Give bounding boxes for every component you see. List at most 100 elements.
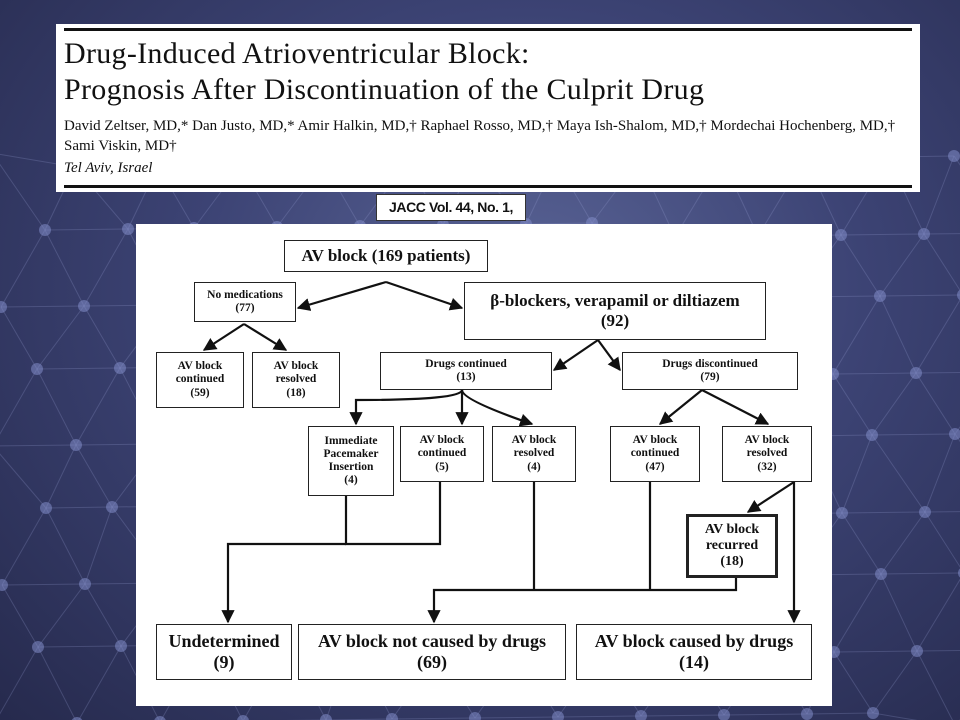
node-count: (5) bbox=[435, 460, 449, 473]
background-network-dot bbox=[70, 439, 82, 451]
background-network-link bbox=[880, 573, 918, 652]
node-av-caused-by-drugs: AV block caused by drugs (14) bbox=[576, 624, 812, 680]
background-network-link bbox=[1, 584, 39, 648]
background-network-link bbox=[841, 512, 882, 575]
background-network-dot bbox=[237, 715, 249, 720]
node-drugs-discontinued-av-continued: AV block continued (47) bbox=[610, 426, 700, 482]
background-network-link bbox=[806, 712, 874, 715]
background-network-link bbox=[841, 511, 926, 514]
background-network-link bbox=[44, 228, 129, 231]
background-network-link bbox=[840, 234, 881, 297]
background-network-link bbox=[832, 295, 881, 375]
connector-discontinued-to-av-resolved bbox=[701, 389, 770, 425]
background-network-link bbox=[923, 233, 960, 235]
background-network-dot bbox=[835, 229, 847, 241]
background-network-link bbox=[871, 433, 956, 436]
background-network-dot bbox=[114, 362, 126, 374]
background-network-link bbox=[923, 155, 955, 235]
background-network-dot bbox=[31, 363, 43, 375]
background-network-link bbox=[832, 372, 917, 375]
background-network-link bbox=[36, 367, 121, 370]
background-network-dot bbox=[635, 710, 647, 720]
background-network-dot bbox=[71, 717, 83, 720]
node-count: (18) bbox=[286, 386, 306, 399]
node-count: (9) bbox=[213, 652, 235, 672]
background-network-link bbox=[840, 233, 925, 236]
connector-beta-to-drugs-continued bbox=[552, 339, 599, 371]
background-network-link bbox=[0, 368, 38, 435]
background-network-link bbox=[37, 646, 77, 720]
background-network-dot bbox=[911, 645, 923, 657]
node-av-block-recurred: AV block recurred (18) bbox=[686, 514, 778, 578]
node-count: (32) bbox=[757, 460, 777, 473]
background-network-link bbox=[924, 511, 960, 513]
background-network-dot bbox=[957, 289, 960, 301]
node-no-meds-av-continued: AV block continued (59) bbox=[156, 352, 244, 408]
connector-pacemaker-and-continued-join bbox=[344, 482, 442, 546]
background-network-dot bbox=[106, 501, 118, 513]
connector-beta-to-drugs-discontinued bbox=[597, 339, 621, 372]
background-network-link bbox=[75, 444, 113, 508]
background-network-link bbox=[45, 506, 113, 509]
node-label: Undetermined bbox=[168, 631, 280, 652]
background-network-link bbox=[45, 507, 86, 585]
node-drugs-discontinued: Drugs discontinued (79) bbox=[622, 352, 798, 390]
background-network-dot bbox=[866, 429, 878, 441]
header-bottom-rule bbox=[64, 185, 912, 188]
background-network-dot bbox=[801, 708, 813, 720]
background-network-link bbox=[953, 155, 960, 166]
background-network-link bbox=[1, 507, 47, 586]
background-network-link bbox=[83, 228, 129, 307]
node-count: (14) bbox=[679, 652, 709, 672]
node-label: AV block resolved bbox=[511, 434, 557, 460]
connector-to-undetermined bbox=[221, 542, 346, 624]
paper-title: Drug-Induced Atrioventricular Block: Pro… bbox=[64, 36, 704, 108]
background-network-link bbox=[474, 716, 559, 719]
node-immediate-pacemaker: Immediate Pacemaker Insertion (4) bbox=[308, 426, 394, 496]
background-network-link bbox=[0, 306, 38, 370]
node-label: AV block recurred bbox=[704, 521, 760, 553]
background-network-link bbox=[879, 295, 917, 374]
node-label: AV block caused by drugs bbox=[594, 631, 794, 652]
background-network-link bbox=[37, 583, 86, 648]
node-drugs-continued: Drugs continued (13) bbox=[380, 352, 552, 390]
flowchart-panel: AV block (169 patients) No medications (… bbox=[136, 224, 832, 706]
background-network-dot bbox=[919, 506, 931, 518]
background-network-dot bbox=[320, 714, 332, 720]
node-count: (18) bbox=[720, 554, 744, 570]
background-network-link bbox=[880, 572, 960, 575]
background-network-link bbox=[83, 305, 121, 369]
background-network-dot bbox=[32, 641, 44, 653]
background-network-link bbox=[525, 222, 593, 225]
background-network-link bbox=[44, 229, 85, 307]
background-network-link bbox=[872, 650, 918, 714]
connector-resolved-to-recurred bbox=[746, 481, 795, 513]
background-network-link bbox=[37, 645, 122, 648]
background-network-dot bbox=[78, 300, 90, 312]
node-label: AV block resolved bbox=[744, 434, 790, 460]
background-network-link bbox=[841, 434, 873, 514]
node-count: (92) bbox=[600, 311, 630, 330]
node-count: (79) bbox=[700, 371, 720, 383]
background-network-link bbox=[923, 233, 960, 292]
background-network-dot bbox=[0, 301, 7, 313]
node-count: (4) bbox=[527, 460, 541, 473]
node-label: β-blockers, verapamil or diltiazem bbox=[490, 291, 740, 311]
node-label: AV block (169 patients) bbox=[301, 246, 471, 266]
connector-continued-to-av-resolved bbox=[460, 389, 534, 427]
background-network-dot bbox=[386, 713, 398, 720]
node-label: AV block continued bbox=[630, 434, 680, 460]
background-network-link bbox=[78, 645, 122, 720]
background-network-dot bbox=[79, 578, 91, 590]
header-top-rule bbox=[64, 28, 912, 31]
node-no-meds-av-resolved: AV block resolved (18) bbox=[252, 352, 340, 408]
connector-discontinued-to-av-continued bbox=[658, 389, 703, 425]
background-network-link bbox=[84, 506, 113, 585]
background-network-link bbox=[557, 715, 642, 718]
background-network-dot bbox=[867, 707, 879, 719]
node-count: (47) bbox=[645, 460, 665, 473]
background-network-link bbox=[640, 714, 725, 717]
background-network-link bbox=[879, 294, 960, 297]
background-network-link bbox=[0, 646, 39, 715]
node-count: (13) bbox=[456, 371, 476, 383]
